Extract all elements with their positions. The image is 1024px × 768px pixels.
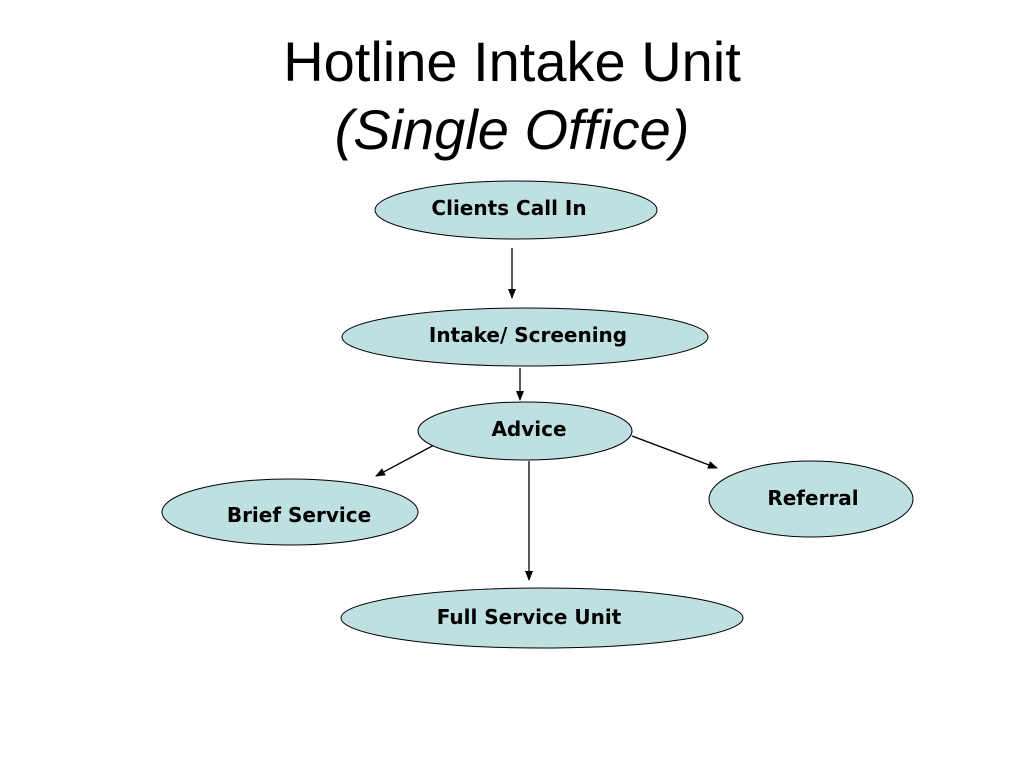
node-intake-screening-shape xyxy=(341,307,709,367)
node-advice-label: Advice xyxy=(491,417,566,441)
edge-advice-to-referral xyxy=(631,435,718,469)
node-advice: Advice xyxy=(417,401,633,461)
edge-advice-to-brief-service xyxy=(375,443,437,477)
node-referral-shape xyxy=(708,460,914,538)
node-referral-label: Referral xyxy=(767,486,858,510)
node-referral: Referral xyxy=(708,460,914,538)
node-full-service-unit: Full Service Unit xyxy=(340,587,744,649)
node-intake-screening: Intake/ Screening xyxy=(341,307,709,367)
slide-subtitle: (Single Office) xyxy=(334,98,690,161)
edges xyxy=(375,248,718,581)
slide-title-block: Hotline Intake Unit (Single Office) xyxy=(0,28,1024,164)
node-brief-service-shape xyxy=(161,478,419,546)
node-clients-call-in-shape xyxy=(374,180,658,240)
node-full-service-unit-label: Full Service Unit xyxy=(437,605,622,629)
node-clients-call-in-label: Clients Call In xyxy=(431,196,586,220)
node-full-service-unit-shape xyxy=(340,587,744,649)
node-brief-service-label: Brief Service xyxy=(227,503,371,527)
node-advice-shape xyxy=(417,401,633,461)
node-brief-service: Brief Service xyxy=(161,478,419,546)
node-intake-screening-label: Intake/ Screening xyxy=(429,323,627,347)
slide-title: Hotline Intake Unit xyxy=(283,30,741,93)
node-clients-call-in: Clients Call In xyxy=(374,180,658,240)
